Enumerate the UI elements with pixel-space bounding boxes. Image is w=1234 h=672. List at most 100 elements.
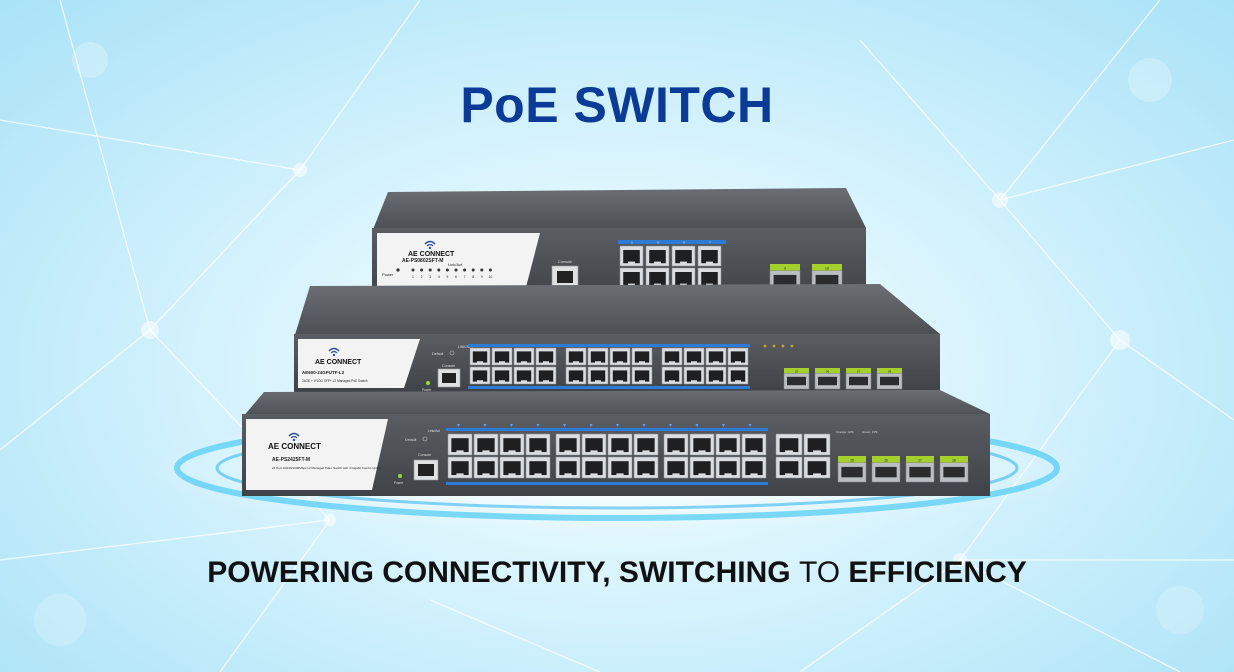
ethernet-port[interactable]: [535, 366, 557, 385]
sfp-port[interactable]: 28: [939, 456, 969, 483]
sfp-port[interactable]: 25: [783, 368, 810, 390]
ethernet-port[interactable]: [499, 433, 525, 456]
port-indicator: [695, 424, 699, 427]
reset-button[interactable]: [422, 436, 428, 442]
ethernet-port[interactable]: [491, 347, 513, 366]
ethernet-port[interactable]: [715, 433, 741, 456]
ethernet-port[interactable]: [607, 456, 633, 479]
sfp-port[interactable]: 27: [905, 456, 935, 483]
sfp-port[interactable]: 27: [845, 368, 872, 390]
ethernet-port[interactable]: [587, 347, 609, 366]
power-led: [398, 474, 402, 478]
sfp-port-label: 25: [850, 459, 854, 463]
ethernet-port[interactable]: [775, 433, 803, 456]
ethernet-port[interactable]: [609, 366, 631, 385]
ethernet-port[interactable]: [689, 456, 715, 479]
sfp-led: [763, 344, 767, 348]
ethernet-port[interactable]: [555, 456, 581, 479]
reset-button[interactable]: [449, 350, 455, 356]
ethernet-port[interactable]: [469, 347, 491, 366]
ethernet-port-block: [447, 424, 767, 479]
port-number-strip: [618, 240, 726, 244]
ethernet-port[interactable]: [645, 245, 670, 267]
ethernet-port[interactable]: [775, 456, 803, 479]
ethernet-port[interactable]: [581, 433, 607, 456]
switch-label-panel: [246, 419, 388, 490]
ethernet-port[interactable]: [803, 456, 831, 479]
ethernet-port[interactable]: [663, 433, 689, 456]
ethernet-port[interactable]: [447, 433, 473, 456]
ethernet-port[interactable]: [555, 433, 581, 456]
ethernet-port[interactable]: [683, 366, 705, 385]
ethernet-port[interactable]: [513, 366, 535, 385]
port-number: 3: [657, 241, 659, 245]
port-led: [428, 268, 432, 272]
ethernet-port[interactable]: [581, 456, 607, 479]
switch-label-panel: [298, 339, 420, 388]
ethernet-port[interactable]: [689, 433, 715, 456]
default-label: Default: [432, 352, 443, 356]
ethernet-port[interactable]: [609, 347, 631, 366]
led-number: 6: [455, 275, 457, 279]
ethernet-port[interactable]: [499, 456, 525, 479]
port-number-strip: [468, 344, 750, 347]
ethernet-port[interactable]: [619, 245, 644, 267]
sfp-port[interactable]: 26: [814, 368, 841, 390]
ethernet-port[interactable]: [633, 433, 659, 456]
sfp-status-leds: [763, 344, 794, 348]
ethernet-port[interactable]: [447, 456, 473, 479]
ethernet-port[interactable]: [473, 433, 499, 456]
ethernet-port[interactable]: [535, 347, 557, 366]
ethernet-port[interactable]: [607, 433, 633, 456]
ethernet-port[interactable]: [565, 366, 587, 385]
led-number: 5: [446, 275, 448, 279]
ethernet-port[interactable]: [525, 456, 551, 479]
ethernet-port[interactable]: [741, 433, 767, 456]
ethernet-port[interactable]: [491, 366, 513, 385]
sfp-port[interactable]: 26: [871, 456, 901, 483]
switch-label-panel: [377, 233, 540, 295]
ethernet-port[interactable]: [661, 366, 683, 385]
ethernet-port[interactable]: [715, 456, 741, 479]
ethernet-port-block: [469, 347, 749, 385]
brand-name: AE CONNECT: [315, 359, 362, 366]
sfp-port-label: 25: [795, 370, 799, 374]
sfp-port-label: 28: [888, 370, 892, 374]
ethernet-port[interactable]: [727, 347, 749, 366]
ethernet-port[interactable]: [633, 456, 659, 479]
link-label: Link/Act: [428, 429, 440, 433]
ethernet-port[interactable]: [803, 433, 831, 456]
led-number: 9: [481, 275, 483, 279]
ethernet-port[interactable]: [473, 456, 499, 479]
switch-description: 24GE + 4*10G SFP+ L2 Managed PoE Switch: [302, 379, 368, 383]
ethernet-port[interactable]: [525, 433, 551, 456]
port-number: 7: [709, 241, 711, 245]
ethernet-port[interactable]: [741, 456, 767, 479]
ethernet-port[interactable]: [671, 245, 696, 267]
port-indicator: [483, 424, 487, 427]
ethernet-port[interactable]: [697, 267, 722, 289]
port-led: [471, 268, 475, 272]
sfp-port-label: 10: [825, 267, 829, 271]
brand-logo: [328, 347, 340, 357]
sfp-port[interactable]: 25: [837, 456, 867, 483]
ethernet-port[interactable]: [587, 366, 609, 385]
sfp-port[interactable]: 28: [876, 368, 903, 390]
ethernet-port[interactable]: [513, 347, 535, 366]
port-indicator: [642, 424, 646, 427]
ethernet-port[interactable]: [705, 347, 727, 366]
ethernet-port[interactable]: [663, 456, 689, 479]
ethernet-port[interactable]: [631, 366, 653, 385]
ethernet-port[interactable]: [565, 347, 587, 366]
ethernet-port[interactable]: [631, 347, 653, 366]
port-number: 5: [683, 241, 685, 245]
ethernet-port[interactable]: [705, 366, 727, 385]
ethernet-port[interactable]: [661, 347, 683, 366]
ethernet-port[interactable]: [727, 366, 749, 385]
port-indicator: [457, 424, 460, 427]
ethernet-port[interactable]: [469, 366, 491, 385]
ethernet-port[interactable]: [683, 347, 705, 366]
ethernet-port[interactable]: [697, 245, 722, 267]
combo-port-block: [775, 433, 831, 479]
